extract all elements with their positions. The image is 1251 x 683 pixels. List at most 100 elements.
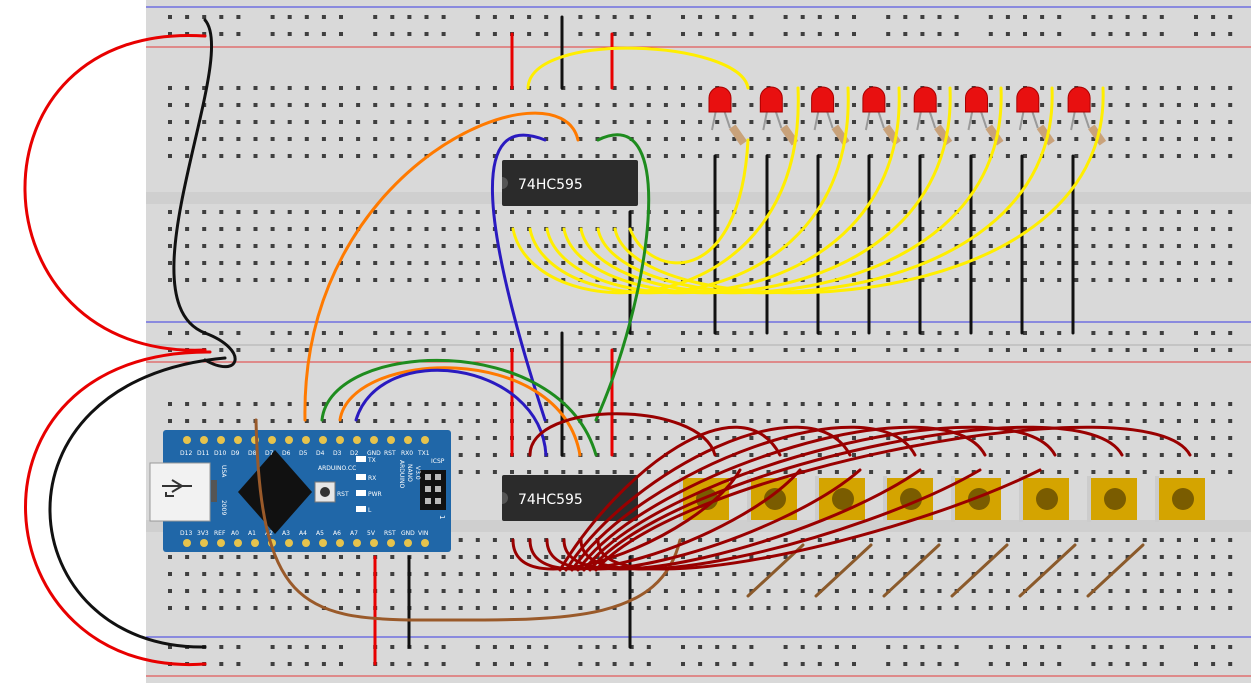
yellow-wire [545,86,901,295]
pin-label-top: RX0 [401,450,413,457]
blue-wire [490,133,547,422]
icsp-pin [435,486,441,492]
yellow-wire [613,86,1105,295]
shift-register-bottom: 74HC595 [502,475,638,521]
pin-label-bottom: RST [384,530,396,537]
led-icon [1016,86,1040,113]
icsp-pin [435,474,441,480]
blue-wire [354,368,548,457]
header-pin [319,436,327,444]
icsp-pin [425,474,431,480]
header-pin [421,436,429,444]
pushbutton-cap-icon [764,488,786,510]
resistor [1036,124,1055,146]
led-row [708,86,1107,146]
pushbutton-leg [1155,476,1159,522]
button-resistor [1018,543,1077,598]
orange-wire [303,111,580,422]
yellow-wire [579,86,1003,295]
led-icon [708,86,732,113]
usa-label: USA [220,465,227,478]
pin-label-bottom: REF [214,530,226,537]
darkred-wire [579,468,982,571]
pushbutton-leg [1087,476,1091,522]
darkred-wire [562,468,922,571]
header-pin [285,539,293,547]
pin-label-top: D12 [180,450,192,457]
header-pin [302,436,310,444]
rst-label: RST [337,491,349,498]
pin-label-top: D9 [231,450,240,457]
led-icon [811,86,835,113]
darkred-wire [545,468,862,571]
led-leg [864,109,871,131]
led-leg [967,109,974,131]
led-leg [723,109,731,129]
darkred-wire [528,412,717,457]
pin-label-bottom: A0 [231,530,239,537]
led-label-rx: RX [368,475,376,482]
pushbutton-cap-icon [832,488,854,510]
pin-label-top: D10 [214,450,226,457]
microcontroller-chip [238,450,312,534]
power-wire-red [24,350,212,666]
pushbutton-leg [679,476,683,522]
header-pin [404,436,412,444]
header-pin [387,436,395,444]
usb-connector [149,462,211,522]
pin-label-top: D3 [333,450,342,457]
pin-label-top: D4 [316,450,325,457]
led-leg [876,109,885,129]
led-leg [916,109,923,131]
button-resistor [882,543,941,598]
button-resistor [950,543,1009,598]
led-icon [913,86,937,113]
pin-label-bottom: A6 [333,530,341,537]
pin-label-top: TX1 [417,450,430,457]
icsp-header [420,470,446,510]
led-leg [813,109,820,131]
pushbutton-cap-icon [1172,488,1194,510]
model-line-3: V3.0 [414,466,421,480]
icsp-pin [435,498,441,504]
pin-label-bottom: 3V3 [197,530,209,537]
led-leg [762,109,769,131]
header-pin [336,436,344,444]
led-leg [979,109,988,129]
header-pin [217,539,225,547]
yellow-wire [596,86,1054,295]
pin-label-top: D7 [265,450,274,457]
usb-icon [162,479,192,497]
led-label-l: L [368,507,372,514]
jumper-wires [373,15,1145,666]
darkred-wire [570,425,917,572]
center-channel-top [146,192,1251,204]
led-label-tx: TX [367,457,376,464]
led-leg [825,109,834,129]
pushbutton-leg [1019,476,1023,522]
header-pin [353,539,361,547]
icsp-label: ICSP [431,458,445,465]
yellow-wire [526,46,750,90]
led-icon [759,86,783,113]
pin-label-bottom: GND [401,530,415,537]
pin-label-bottom: A3 [282,530,290,537]
pin-label-top: D11 [197,450,209,457]
model-line-2: NANO [406,464,413,482]
chip-label-top: 74HC595 [518,177,583,193]
header-pin [353,436,361,444]
led-label-pwr: PWR [368,491,382,498]
pin-label-top: D2 [350,450,359,457]
header-pin [217,436,225,444]
yellow-wire [562,86,952,295]
green-wire [594,133,651,422]
header-pin [200,436,208,444]
orange-wire [338,366,582,457]
pin-label-bottom: VIN [418,530,428,537]
darkred-wire [564,425,852,572]
brand-label: ARDUINO.CC [318,465,356,472]
pushbutton-leg [951,476,955,522]
pin-label-bottom: A7 [350,530,358,537]
pin-label-top: GND [367,450,381,457]
